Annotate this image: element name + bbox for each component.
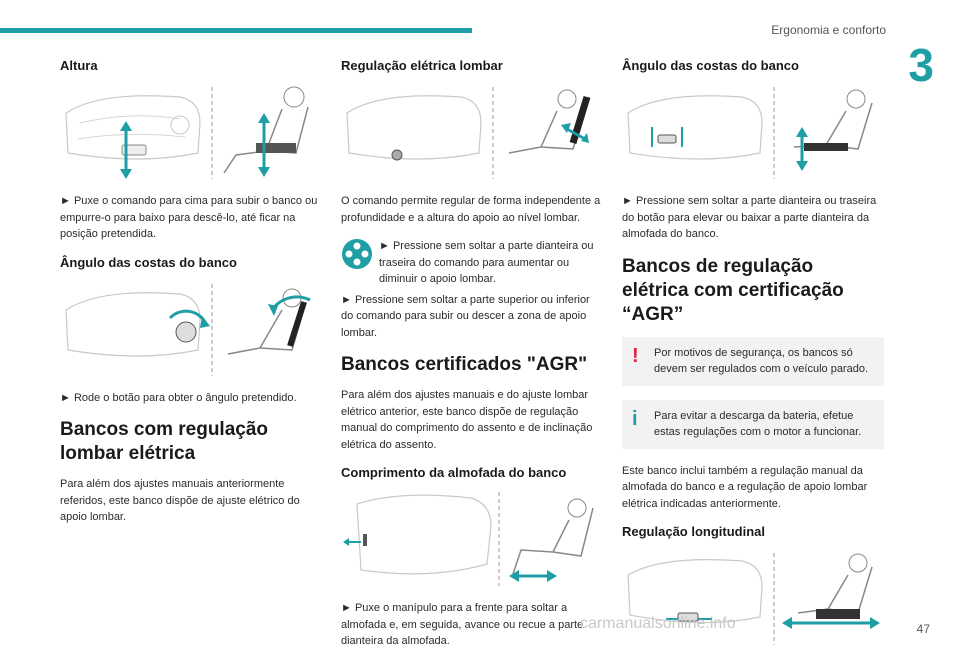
agr-section-heading: Bancos certificados "AGR" (341, 354, 588, 375)
info-icon: i (632, 407, 638, 430)
column-1: Altura ► Puxe o comando para cima para s… (60, 58, 322, 538)
lombar-section-heading: Bancos com regulação lombar elétrica (60, 419, 269, 464)
agr-electric-heading: Bancos de regulação elétrica com certifi… (622, 255, 844, 325)
longitudinal-illustration (622, 549, 884, 647)
lumbar-illustration (341, 83, 603, 181)
lumbar-control-icon (341, 238, 373, 276)
seat-height-illustration (60, 83, 322, 181)
chapter-number: 3 (908, 39, 934, 91)
lombar-press-text-2: ► Pressione sem soltar a parte superior … (341, 293, 590, 339)
column-2: Regulação elétrica lombar O comando perm… (341, 58, 603, 662)
altura-text: ► Puxe o comando para cima para subir o … (60, 195, 318, 240)
section-title: Ergonomia e conforto (771, 23, 886, 37)
altura-heading: Altura (60, 58, 98, 73)
lombar-electric-text: O comando permite regular de forma indep… (341, 195, 601, 224)
info-text: Para evitar a descarga da bateria, efetu… (654, 409, 862, 439)
column-3: Ângulo das costas do banco ► Pressione s… (622, 58, 884, 659)
watermark: carmanualsonline.info (580, 615, 736, 632)
agr-intro-text: Para além dos ajustes manuais e do ajust… (341, 389, 593, 451)
warning-icon: ! (632, 344, 639, 367)
lombar-intro-text: Para além dos ajustes manuais anteriorme… (60, 478, 300, 523)
cushion-length-illustration (341, 490, 603, 588)
angulo-heading-1: Ângulo das costas do banco (60, 254, 237, 270)
lombar-press-block: ► Pressione sem soltar a parte dianteira… (341, 238, 603, 288)
almofada-heading: Comprimento da almofada do banco (341, 465, 567, 480)
info-notice: i Para evitar a descarga da bateria, efe… (622, 399, 884, 449)
warning-text: Por motivos de segurança, os bancos só d… (654, 346, 869, 376)
page-number: 47 (916, 622, 930, 636)
cushion-tilt-illustration (622, 83, 884, 181)
warning-notice: ! Por motivos de segurança, os bancos só… (622, 336, 884, 386)
header-accent-bar (0, 28, 472, 33)
angulo-text-1: ► Rode o botão para obter o ângulo prete… (60, 391, 297, 404)
lombar-electric-heading: Regulação elétrica lombar (341, 58, 503, 73)
longitudinal-heading: Regulação longitudinal (622, 524, 766, 539)
angulo-text-2: ► Pressione sem soltar a parte dianteira… (622, 195, 877, 240)
angulo-heading-2: Ângulo das costas do banco (622, 58, 799, 73)
almofada-text: ► Puxe o manípulo para a frente para sol… (341, 602, 584, 647)
agr-electric-text: Este banco inclui também a regulação man… (622, 464, 868, 510)
backrest-angle-illustration (60, 280, 322, 378)
lombar-press-text-1: ► Pressione sem soltar a parte dianteira… (379, 240, 594, 285)
